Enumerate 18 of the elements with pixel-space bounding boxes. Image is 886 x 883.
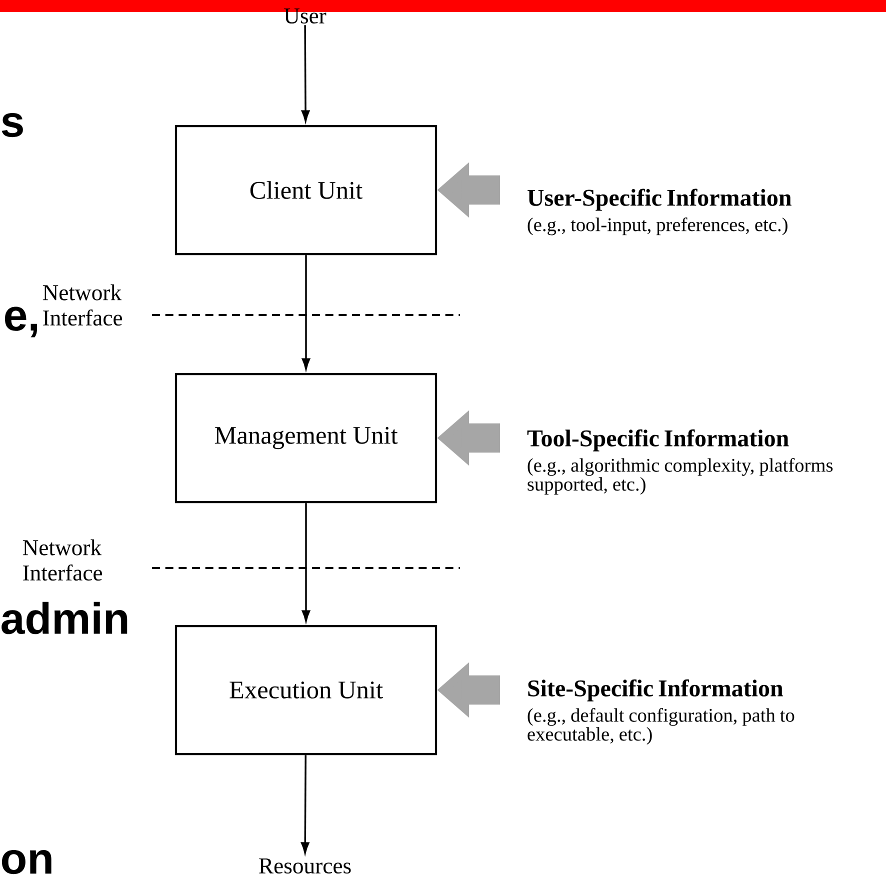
endpoint-label: User: [284, 8, 326, 24]
interface-label: Network Interface: [42, 284, 122, 326]
info-text: User-Specific Information (e.g., tool-input, preferences, etc.): [528, 188, 792, 236]
arrow: [301, 755, 310, 854]
process-box: Management Unit: [174, 372, 438, 504]
endpoint-label: Resources: [259, 858, 351, 874]
process-box: Client Unit: [174, 124, 438, 256]
slide-text: s: [2, 112, 23, 138]
arrow: [302, 503, 310, 622]
process-box: Execution Unit: [174, 624, 438, 756]
info-text: Site-Specific Information (e.g., default configuration, path to executable, etc.): [528, 679, 794, 745]
slide-text: e,: [4, 306, 38, 338]
interface-label: Network Interface: [22, 539, 102, 581]
arrow: [302, 255, 310, 370]
slide-text: admin: [2, 602, 128, 634]
arrow: [301, 25, 310, 122]
info-text: Tool-Specific Information (e.g., algorithmic complexity, platforms supported, etc.): [527, 429, 833, 495]
slide-text: on: [2, 850, 52, 874]
